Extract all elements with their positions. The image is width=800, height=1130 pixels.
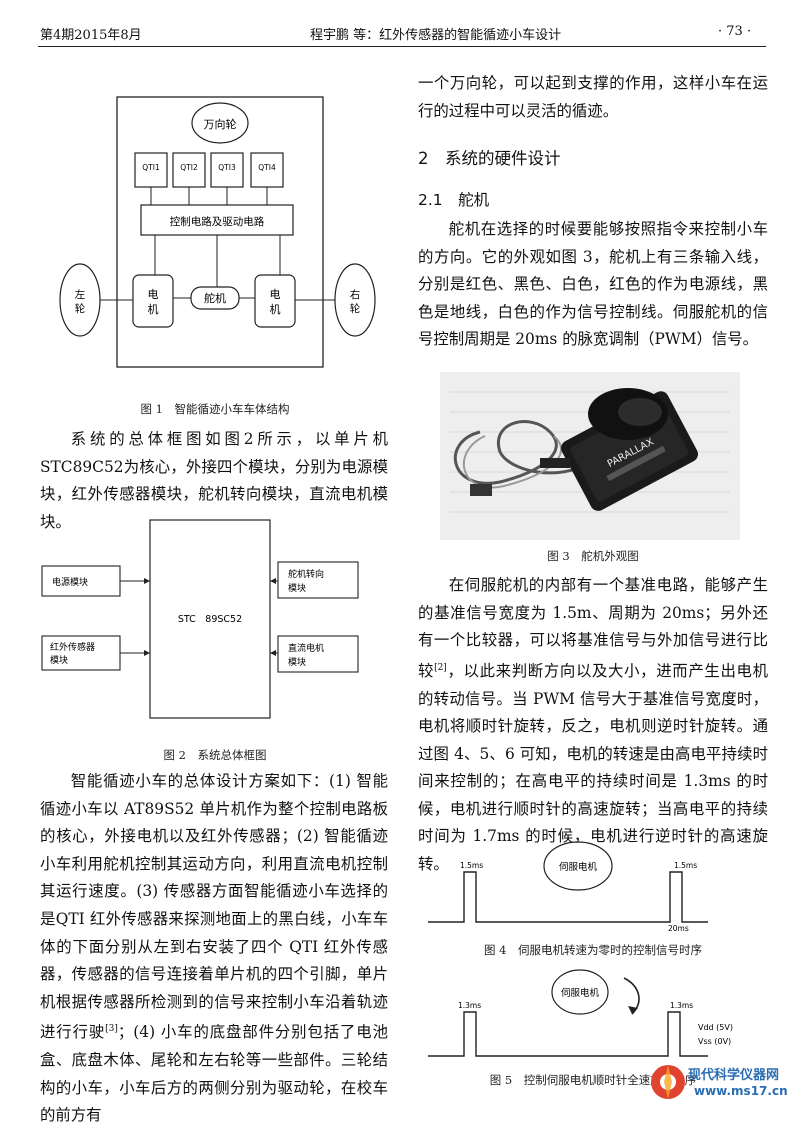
fig4-circle-label: 伺服电机 <box>559 861 598 873</box>
fig1-wheel-left-1: 左 <box>75 288 86 301</box>
figure-2-diagram: STC 89SC52 电源模块 红外传感器 模块 舵机转向 模块 直流电机 模块 <box>41 519 359 719</box>
paragraph-servo: 舵机在选择的时候要能够按照指令来控制小车的方向。它的外观如图 3，舵机上有三条输… <box>418 220 768 349</box>
watermark-line-1: 现代科学仪器网 <box>688 1068 780 1083</box>
design-plan-body: 智能循迹小车的总体设计方案如下：(1) 智能循迹小车以 AT89S52 单片机作… <box>40 772 388 1042</box>
header-rule <box>38 46 766 47</box>
figure-5-timing: 1.3ms 1.3ms 伺服电机 Vdd (5V) Vss (0V) <box>428 969 733 1057</box>
figure-5-caption: 图 5 控制伺服电机顺时针全速旋转时序 <box>489 1073 697 1087</box>
fig1-motor-left-2: 机 <box>148 302 159 316</box>
servo-principle-b: ，以此来判断方向以及大小，进而产生出电机的转动信号。当 PWM 信号大于基准信号… <box>418 661 768 874</box>
figure-1-diagram: 万向轮 QTI1 QTI2 QTI3 QTI4 控制电路及驱动电路 电 机 电 … <box>59 96 376 368</box>
fig1-sensor-2: QTI2 <box>180 163 198 172</box>
fig2-servo-1: 舵机转向 <box>288 568 324 580</box>
figure-3-photo: PARALLAX <box>440 372 740 540</box>
running-title: 程宇鹏 等：红外传感器的智能循迹小车设计 <box>310 28 562 43</box>
fig1-motor-right-1: 电 <box>270 288 281 301</box>
watermark-line-2: www.ms17.cn <box>694 1084 788 1098</box>
ref-3: [3] <box>105 1024 118 1035</box>
fig1-sensor-3: QTI3 <box>218 163 236 172</box>
fig5-label-right: 1.3ms <box>670 1001 693 1010</box>
section-2-heading: 2 系统的硬件设计 <box>418 149 561 168</box>
watermark-logo-icon <box>651 1065 685 1099</box>
fig2-dc-1: 直流电机 <box>288 642 324 654</box>
figure-4-caption: 图 4 伺服电机转速为零时的控制信号时序 <box>484 943 702 957</box>
ref-2: [2] <box>434 662 447 673</box>
fig5-vss: Vss (0V) <box>698 1037 731 1046</box>
fig2-ir-1: 红外传感器 <box>50 641 95 653</box>
fig2-mcu: STC 89SC52 <box>178 614 242 625</box>
figure-3-caption: 图 3 舵机外观图 <box>547 549 639 563</box>
fig2-servo-2: 模块 <box>288 582 306 594</box>
issue-label: 第4期2015年8月 <box>40 28 142 43</box>
fig5-vdd: Vdd (5V) <box>698 1023 733 1032</box>
figure-1-caption: 图 1 智能循迹小车车体结构 <box>140 402 290 416</box>
fig1-wheel-left-2: 轮 <box>75 302 86 315</box>
page-number: · 73 · <box>718 24 752 39</box>
fig5-circle-label: 伺服电机 <box>561 987 600 999</box>
fig1-sensor-4: QTI4 <box>258 163 276 172</box>
fig1-wheel-right-2: 轮 <box>350 302 361 315</box>
paragraph-continuation: 一个万向轮，可以起到支撑的作用，这样小车在运行的过程中可以灵活的循迹。 <box>418 74 768 120</box>
site-watermark: 现代科学仪器网 www.ms17.cn <box>648 1058 793 1108</box>
paragraph-servo-principle: 在伺服舵机的内部有一个基准电路，能够产生的基准信号宽度为 1.5m、周期为 20… <box>418 572 768 879</box>
fig2-power: 电源模块 <box>52 576 88 588</box>
fig4-period: 20ms <box>668 924 689 932</box>
servo-principle-a: 在伺服舵机的内部有一个基准电路，能够产生的基准信号宽度为 1.5m、周期为 20… <box>418 576 768 680</box>
fig1-wheel-top: 万向轮 <box>204 117 237 131</box>
fig1-motor-left-1: 电 <box>148 288 159 301</box>
fig5-label-left: 1.3ms <box>458 1001 481 1010</box>
paragraph-design-plan: 智能循迹小车的总体设计方案如下：(1) 智能循迹小车以 AT89S52 单片机作… <box>40 768 388 1130</box>
figure-2-caption: 图 2 系统总体框图 <box>163 748 267 762</box>
fig2-ir-2: 模块 <box>50 654 68 666</box>
section-2-1-heading: 2.1 舵机 <box>418 191 490 209</box>
fig2-dc-2: 模块 <box>288 656 306 668</box>
fig1-servo: 舵机 <box>204 291 226 305</box>
paragraph-overview: 系统的总体框图如图2所示，以单片机STC89C52为核心，外接四个模块，分别为电… <box>40 430 388 531</box>
fig1-sensor-1: QTI1 <box>142 163 160 172</box>
fig4-label-right: 1.5ms <box>674 861 697 870</box>
fig1-control-box: 控制电路及驱动电路 <box>170 215 265 228</box>
figure-4-timing: 1.5ms 1.5ms 20ms 伺服电机 <box>428 841 708 932</box>
fig1-motor-right-2: 机 <box>270 302 281 316</box>
fig4-label-left: 1.5ms <box>460 861 483 870</box>
fig1-wheel-right-1: 右 <box>350 288 361 301</box>
